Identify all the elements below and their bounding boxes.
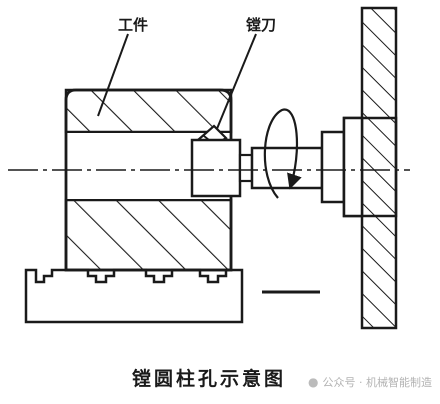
diagram-caption: 镗圆柱孔示意图 <box>132 368 287 390</box>
spindle-flange-front <box>342 116 364 218</box>
boring-tool-holder <box>190 138 242 198</box>
workpiece-outline <box>64 88 233 272</box>
tool-leader-line <box>213 33 257 137</box>
spindle-collar <box>320 130 346 204</box>
boring-bar-neck <box>238 153 254 183</box>
boring-tool-label: 镗刀 <box>246 16 277 34</box>
machine-table <box>24 268 244 324</box>
watermark-text: 公众号 · 机械智能制造 <box>322 376 433 389</box>
machine-column <box>360 6 398 330</box>
workpiece-leader-line <box>97 33 129 117</box>
workpiece-label: 工件 <box>118 16 149 34</box>
workpiece-upper-wall <box>64 88 233 134</box>
workpiece-lower-wall <box>64 198 233 272</box>
wechat-icon: ● <box>308 375 319 389</box>
watermark: ● 公众号 · 机械智能制造 <box>308 374 432 390</box>
boring-bar <box>250 146 324 190</box>
